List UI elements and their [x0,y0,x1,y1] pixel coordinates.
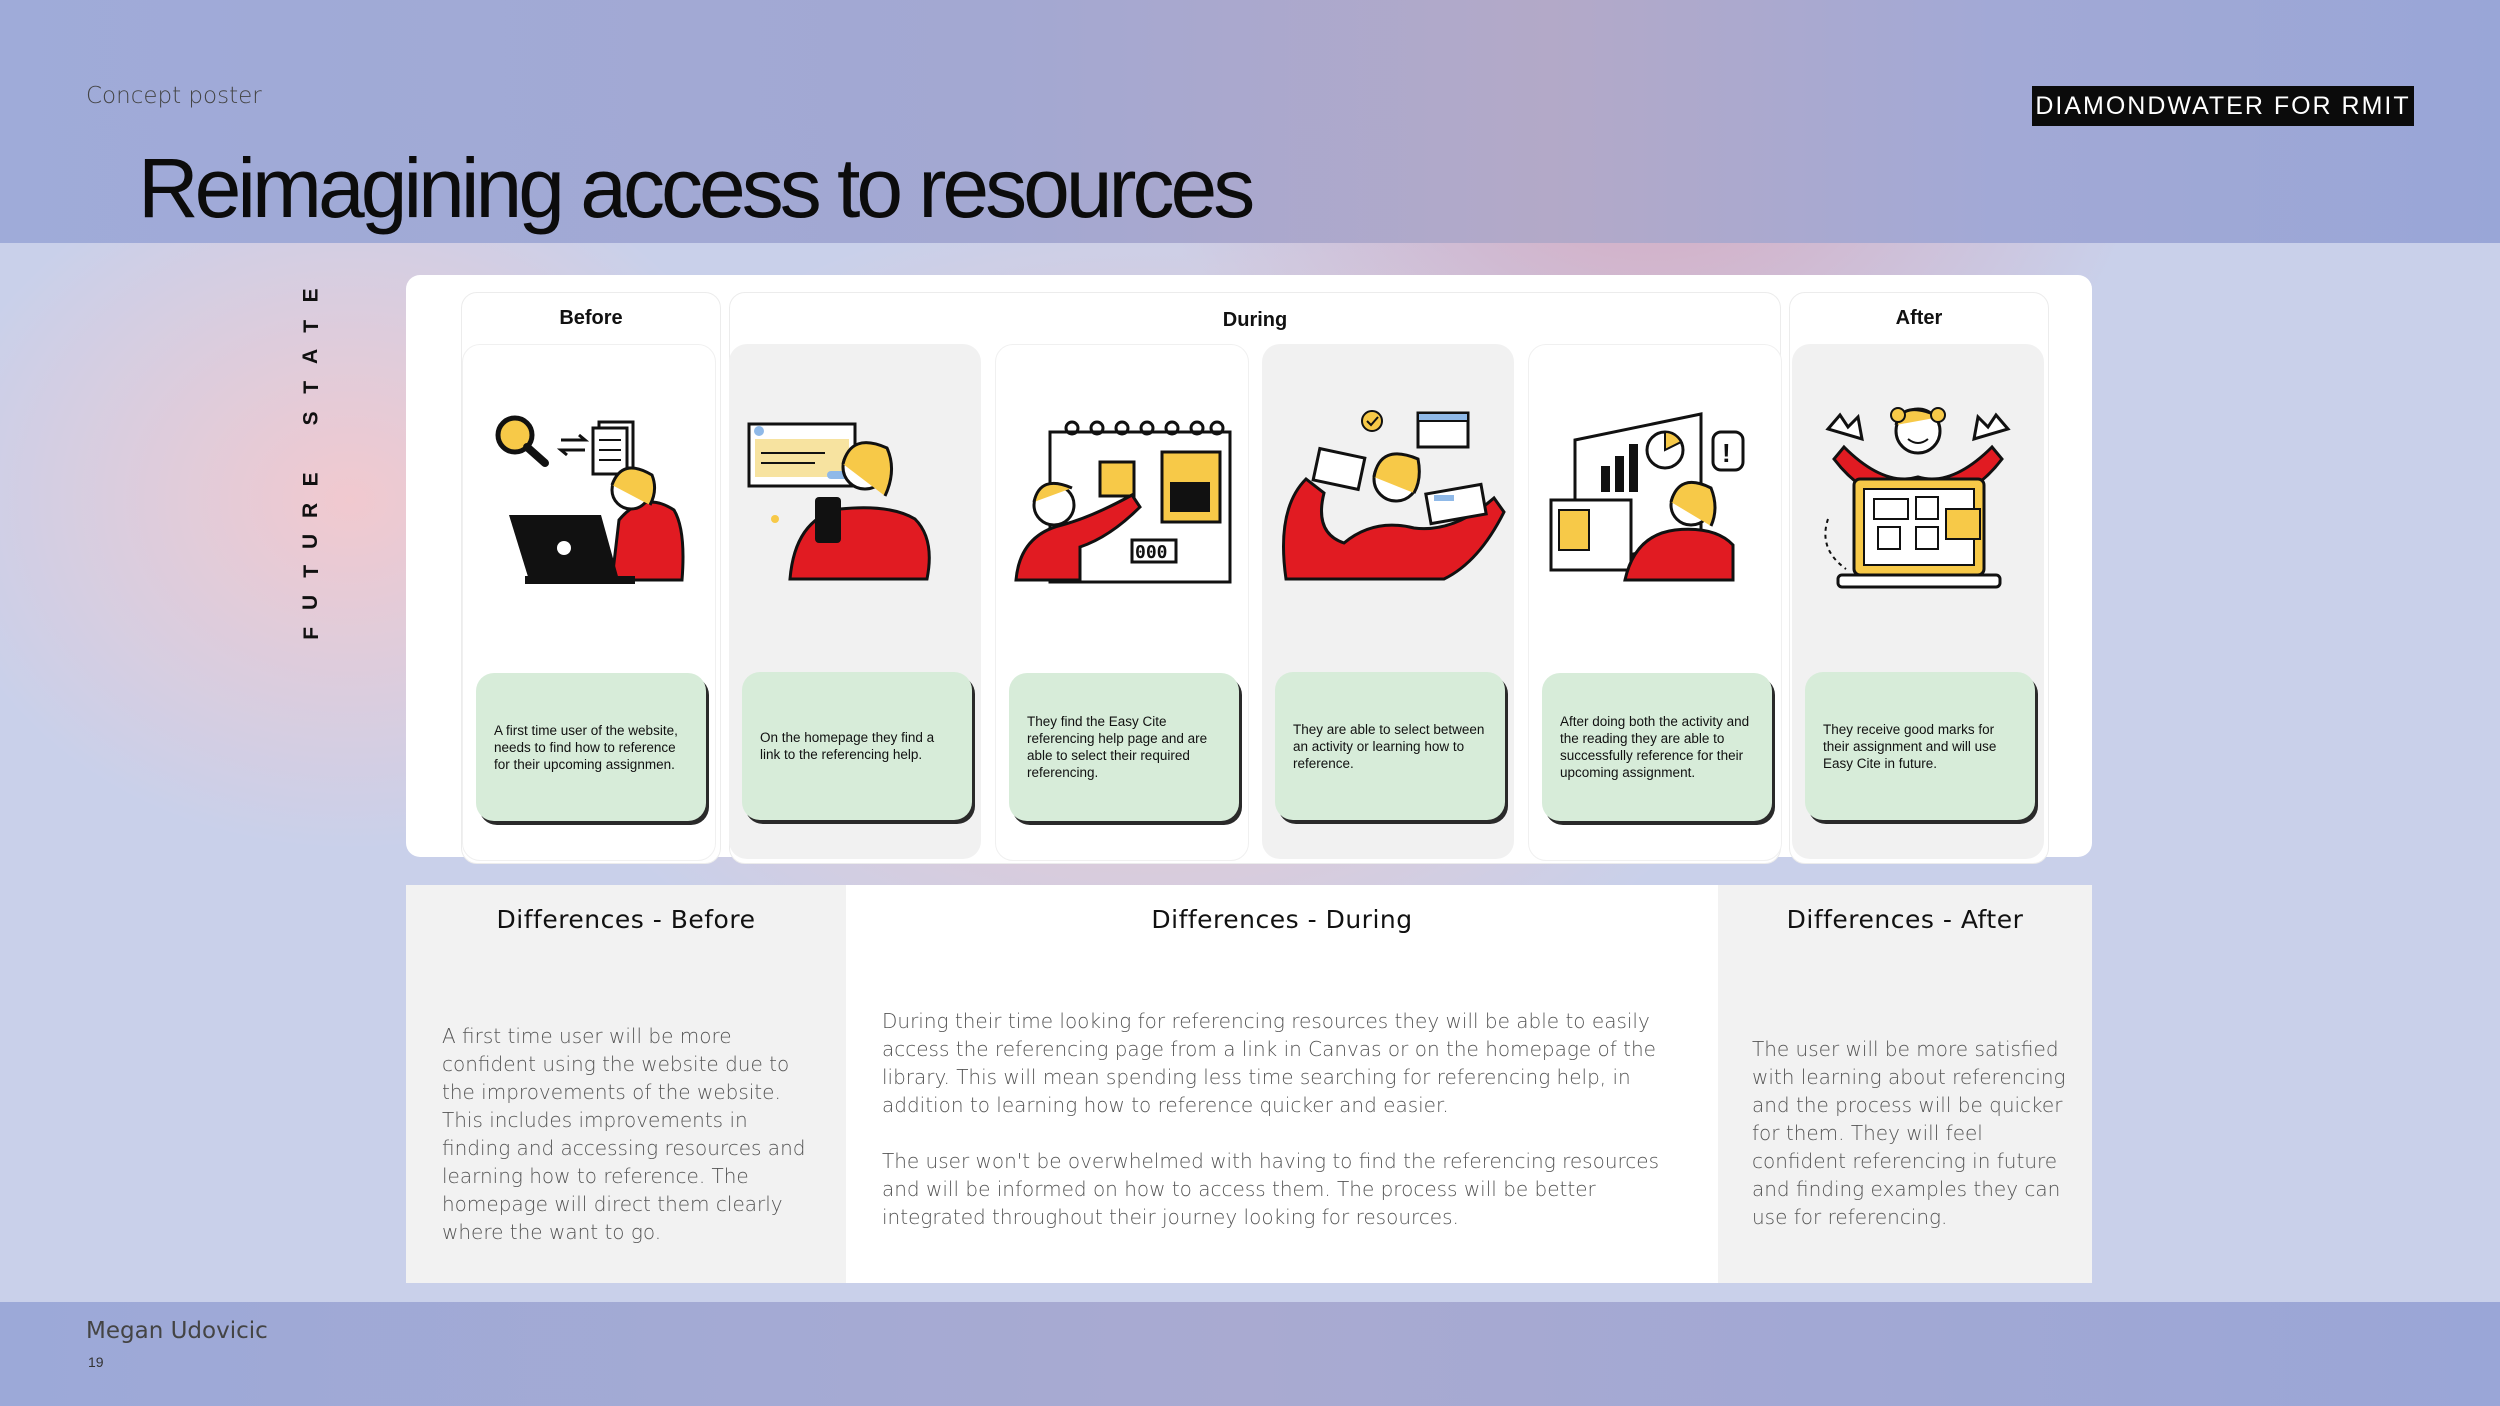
step-text-6: They receive good marks for their assign… [1823,721,1997,771]
step-card-3: They find the Easy Cite referencing help… [1009,673,1239,821]
differences-before-text: A first time user will be more confident… [442,1024,806,1244]
footer-band [0,1302,2500,1406]
side-label-letter: U [299,533,323,549]
side-label-letter: R [299,502,323,518]
step-text-3: They find the Easy Cite referencing help… [1027,714,1208,780]
step-card-4: They are able to select between an activ… [1275,672,1505,820]
side-label-letter: E [299,288,323,303]
differences-during-title: Differences - During [1151,905,1413,934]
differences-after-title: Differences - After [1786,905,2024,934]
side-label-letter: T [299,381,323,394]
phase-after-label: After [1895,307,1943,329]
differences-before-section: Differences - Before A first time user w… [406,885,846,1283]
step-card-5: After doing both the activity and the re… [1542,673,1772,821]
step-column-2: On the homepage they find a link to the … [729,344,981,859]
side-label-letter: F [299,626,323,640]
page-title: Reimagining access to resources [138,141,1255,235]
step-column-3: 000 They find the Easy Cite referencing … [995,344,1249,861]
step-text-4: They are able to select between an activ… [1293,721,1485,771]
select-option-illustration [1282,410,1506,581]
differences-after-text: The user will be more satisfied with lea… [1752,1037,2066,1229]
step-column-6: They receive good marks for their assign… [1792,344,2044,859]
side-label-letter: U [299,594,323,610]
concept-label: Concept poster [86,83,262,109]
phase-before-label: Before [559,307,623,329]
side-label-letter: E [299,472,323,487]
side-label-letter: T [299,319,323,333]
differences-during-text-2: The user won't be overwhelmed with havin… [882,1149,1659,1229]
step-column-5: ! After doing both the activity and the … [1528,344,1782,861]
step-card-1: A first time user of the website, needs … [476,673,706,821]
step-card-2: On the homepage they find a link to the … [742,672,972,820]
differences-after-section: Differences - After The user will be mor… [1718,885,2092,1283]
side-label-letter: A [299,349,323,365]
phase-during-label: During [1222,309,1288,331]
dashboard-illustration: ! [1549,412,1745,582]
differences-during-text-1: During their time looking for referencin… [882,1009,1656,1117]
step-text-2: On the homepage they find a link to the … [760,730,935,762]
author-name: Megan Udovicic [86,1318,268,1344]
step-column-4: They are able to select between an activ… [1262,344,1514,859]
differences-before-title: Differences - Before [496,905,756,934]
side-label-letter: S [299,411,323,426]
laptop-search-illustration [495,415,685,584]
differences-during-section: Differences - During During their time l… [846,885,1718,1283]
phone-homepage-illustration [747,422,931,581]
side-label-letter: T [299,565,323,579]
page-number: 19 [88,1354,104,1370]
step-text-5: After doing both the activity and the re… [1560,714,1750,780]
side-label-letter [297,446,328,452]
svg-text:!: ! [1722,438,1731,468]
step-text-1: A first time user of the website, needs … [494,722,678,772]
calendar-counter: 000 [1135,542,1168,563]
step-column-1: A first time user of the website, needs … [462,344,716,861]
celebration-illustration [1824,407,2011,589]
brand-badge: DIAMONDWATER FOR RMIT [2032,86,2414,126]
step-card-6: They receive good marks for their assign… [1805,672,2035,820]
calendar-board-illustration: 000 [1014,420,1232,584]
